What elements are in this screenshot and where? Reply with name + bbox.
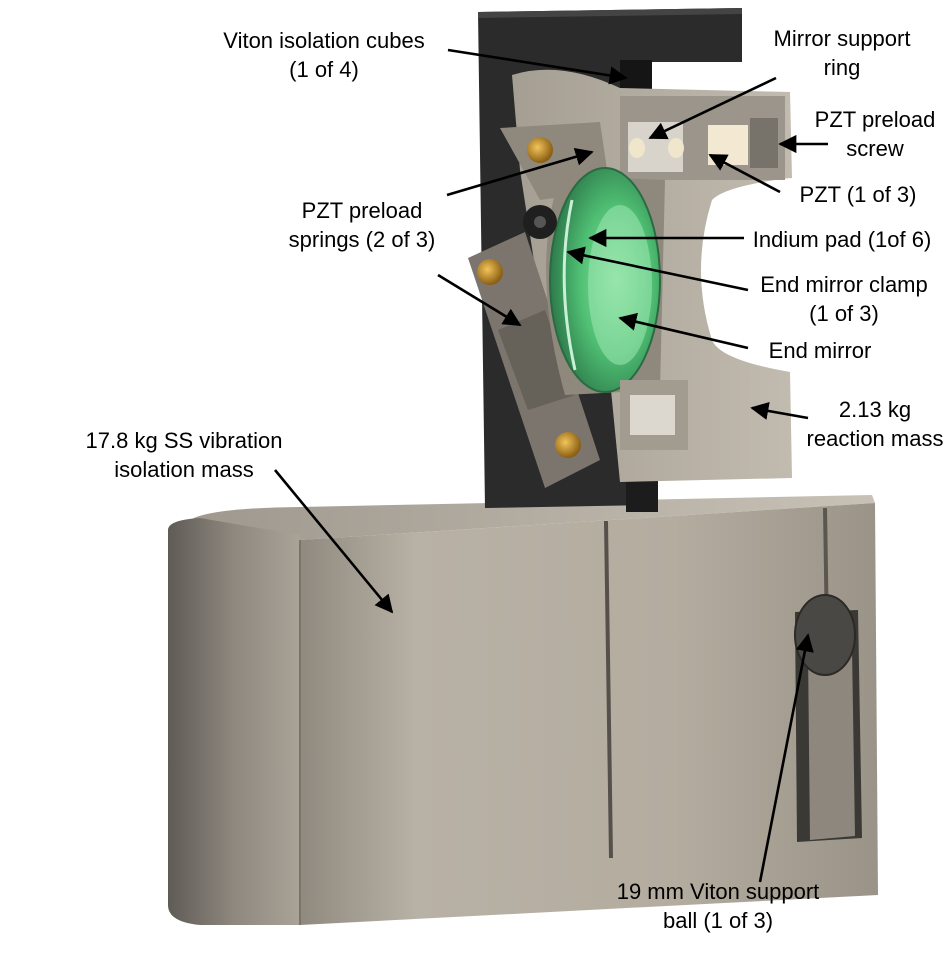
hex-socket-screw-icon	[477, 259, 503, 285]
hex-socket-screw-icon	[527, 137, 553, 163]
hex-socket-screw-icon	[555, 432, 581, 458]
label-pzt-springs: PZT preload springs (2 of 3)	[288, 198, 436, 252]
label-pzt-screw: PZT preload screw	[814, 107, 936, 161]
arrow-iso-mass	[273, 469, 394, 614]
arrow-viton-cubes	[447, 48, 628, 85]
arrow-clamp	[566, 246, 749, 292]
label-isolation-mass: 17.8 kg SS vibration isolation mass	[85, 428, 283, 482]
support-ball-slot	[794, 594, 862, 842]
label-viton-cubes: Viton isolation cubes (1 of 4)	[223, 28, 425, 82]
arrow-reaction-mass	[750, 401, 809, 420]
arrow-pzt-springs-1	[446, 147, 594, 197]
arrow-mirror-ring	[648, 76, 777, 140]
isolation-mass	[168, 495, 878, 925]
leader-arrows	[273, 48, 828, 883]
label-end-mirror: End mirror	[768, 338, 872, 363]
label-mirror-ring: Mirror support ring	[773, 26, 911, 80]
label-support-ball: 19 mm Viton support ball (1 of 3)	[616, 879, 820, 933]
screws	[477, 137, 581, 458]
arrow-support-ball	[758, 633, 814, 883]
label-end-mirror-clamp: End mirror clamp (1 of 3)	[760, 272, 928, 326]
arrow-end-mirror	[618, 312, 749, 350]
label-pzt: PZT (1 of 3)	[799, 182, 917, 207]
bottom-clamp	[620, 380, 688, 450]
label-reaction-mass: 2.13 kg reaction mass	[806, 397, 944, 451]
arrow-pzt-springs-2	[437, 273, 522, 327]
arrow-pzt	[708, 153, 781, 194]
end-mirror	[546, 167, 665, 395]
viton-ball-icon	[794, 594, 856, 676]
mirror-support-ring	[620, 96, 785, 180]
label-indium-pad: Indium pad (1of 6)	[752, 227, 932, 252]
